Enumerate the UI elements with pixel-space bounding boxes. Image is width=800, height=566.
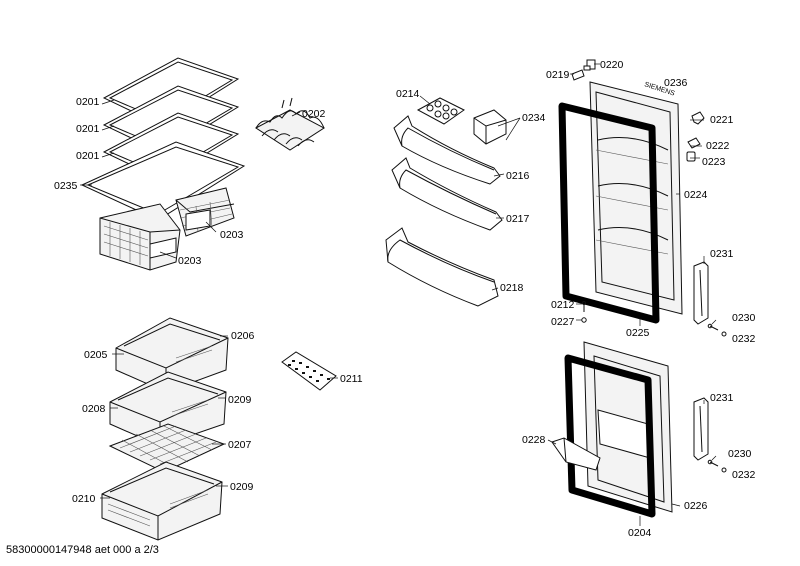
ice-cube-tray-0211 — [281, 351, 337, 391]
hinge-part-0220 — [583, 59, 596, 71]
label-0231-lower: 0231 — [710, 392, 734, 404]
document-reference-footer: 58300000147948 aet 000 a 2/3 — [6, 544, 159, 556]
label-0204: 0204 — [628, 527, 652, 539]
screw-0212 — [582, 301, 586, 312]
label-0224: 0224 — [684, 189, 708, 201]
label-0222: 0222 — [706, 140, 730, 152]
label-0230-lower: 0230 — [728, 448, 752, 460]
label-0201-a: 0201 — [76, 96, 100, 108]
label-0231-upper: 0231 — [710, 248, 734, 260]
label-0210: 0210 — [72, 493, 96, 505]
label-0214: 0214 — [396, 88, 420, 100]
washer-0232-lower — [721, 467, 727, 473]
leader-lines — [80, 63, 717, 526]
small-drawer-0203-left — [99, 203, 181, 271]
label-0232-lower: 0232 — [732, 469, 756, 481]
clip-0222 — [687, 137, 701, 149]
fridge-door-gasket-0225 — [558, 102, 660, 324]
door-shelf-0217 — [391, 157, 503, 231]
label-0203-left: 0203 — [178, 255, 202, 267]
label-0208: 0208 — [82, 403, 106, 415]
label-0228: 0228 — [522, 434, 546, 446]
door-handle-0231-upper — [693, 261, 709, 325]
screw-0230-lower — [707, 459, 719, 467]
glass-shelf-0235 — [80, 141, 246, 221]
label-0235: 0235 — [54, 180, 78, 192]
label-0216: 0216 — [506, 170, 530, 182]
label-0226: 0226 — [684, 500, 708, 512]
label-0217: 0217 — [506, 213, 530, 225]
label-0205: 0205 — [84, 349, 108, 361]
label-0203-right: 0203 — [220, 229, 244, 241]
label-0212: 0212 — [551, 299, 575, 311]
label-0201-c: 0201 — [76, 150, 100, 162]
door-handle-0231-lower — [693, 397, 709, 461]
label-0206: 0206 — [231, 330, 255, 342]
drawer-0210 — [101, 461, 223, 541]
washer-0232-upper — [721, 331, 727, 337]
hinge-cover-0219 — [571, 69, 585, 81]
label-0236: 0236 — [664, 77, 688, 89]
label-0219: 0219 — [546, 69, 570, 81]
clip-0221 — [691, 111, 705, 125]
screw-0230-upper — [707, 323, 719, 331]
label-0211: 0211 — [340, 373, 363, 385]
freezer-shelf-0228 — [551, 437, 601, 471]
fridge-door-0224 — [589, 81, 683, 315]
label-0225: 0225 — [626, 327, 650, 339]
label-0234: 0234 — [522, 112, 546, 124]
drawer-0208 — [109, 371, 227, 447]
washer-0227 — [581, 317, 587, 323]
bottle-rack-0202 — [255, 97, 325, 151]
label-0220: 0220 — [600, 59, 624, 71]
label-0223: 0223 — [702, 156, 726, 168]
label-0218: 0218 — [500, 282, 524, 294]
label-0209-lower: 0209 — [230, 481, 254, 493]
door-shelf-0218 — [385, 227, 499, 307]
label-0230-upper: 0230 — [732, 312, 756, 324]
label-0227: 0227 — [551, 316, 575, 328]
label-0207: 0207 — [228, 439, 252, 451]
label-0209-upper: 0209 — [228, 394, 252, 406]
drawer-0205 — [115, 317, 229, 393]
label-0201-b: 0201 — [76, 123, 100, 135]
door-shelf-0216 — [393, 115, 501, 185]
label-0221: 0221 — [710, 114, 734, 126]
dairy-compartment-0234 — [473, 109, 507, 145]
label-0202: 0202 — [302, 108, 326, 120]
cap-0223 — [686, 151, 696, 162]
label-0232-upper: 0232 — [732, 333, 756, 345]
egg-tray-0214 — [416, 97, 465, 125]
